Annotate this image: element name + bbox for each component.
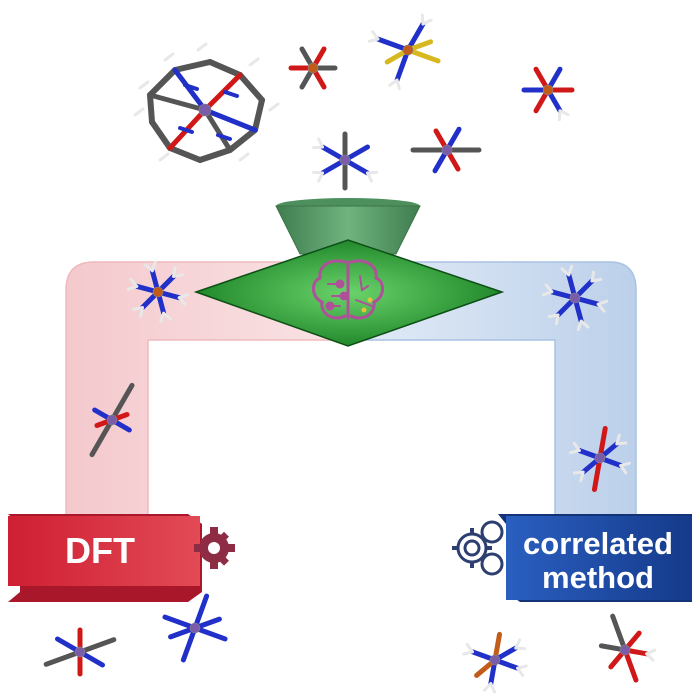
dft-label-box: DFT <box>8 514 202 602</box>
correlated-gears <box>452 520 504 576</box>
molecule-icon <box>89 382 135 458</box>
correlated-pipe <box>344 261 637 521</box>
molecule-icon <box>126 260 190 324</box>
correlated-label-line1: correlated <box>523 526 673 561</box>
dft-pipe <box>65 261 346 521</box>
dft-label: DFT <box>65 530 135 571</box>
molecule-icon <box>43 627 117 677</box>
molecule-icon <box>569 425 631 493</box>
correlated-label-box: correlated method <box>498 514 692 602</box>
molecule-icon <box>367 13 441 91</box>
molecule-icon <box>410 126 482 174</box>
molecule-icon <box>521 66 575 122</box>
molecule-icon <box>162 593 228 663</box>
molecule-icon <box>462 631 528 694</box>
correlated-label-line2: method <box>542 560 654 595</box>
gear-icon <box>194 527 235 569</box>
molecule-icon <box>541 264 609 332</box>
macrocycle-molecule-icon <box>133 42 280 163</box>
molecules-layer <box>43 13 657 694</box>
molecule-icon <box>598 613 657 683</box>
funnel-icon <box>275 198 421 255</box>
molecule-icon <box>288 46 338 90</box>
molecule-icon <box>312 131 378 191</box>
brain-icon <box>312 259 384 320</box>
